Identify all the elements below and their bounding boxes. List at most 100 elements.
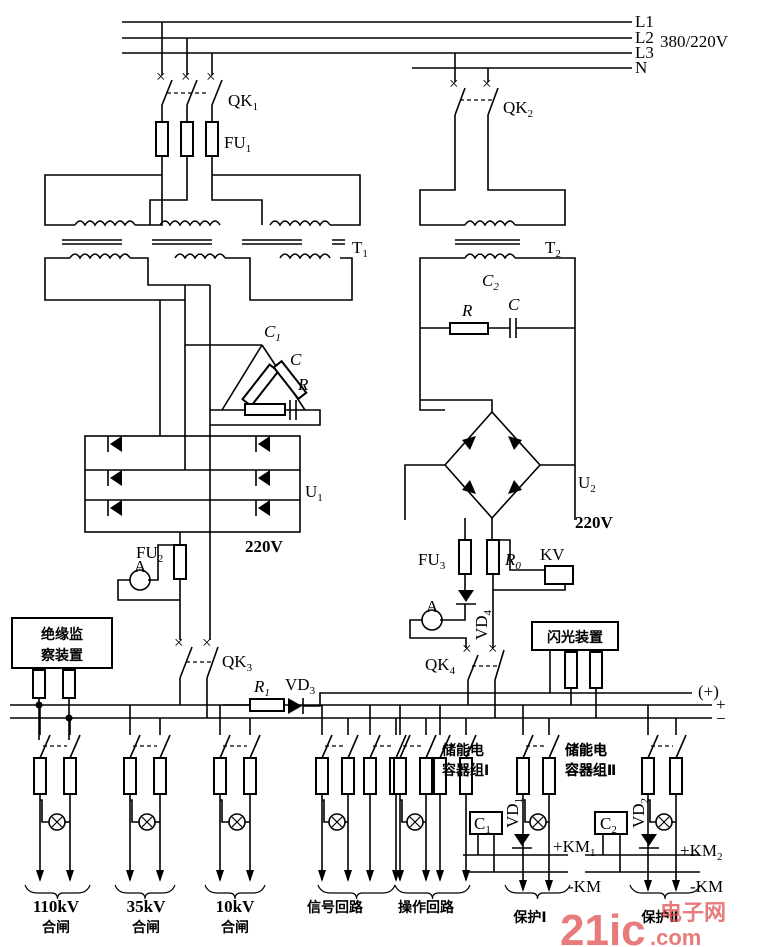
rectifier-u1 <box>84 435 301 533</box>
insulation-monitor <box>11 617 113 740</box>
cap-bank-storage-2-line2: 容器组Ⅱ <box>564 762 616 779</box>
feeder-protection-1-label: 保护Ⅰ <box>512 909 546 926</box>
fuse-fu2 <box>117 525 211 640</box>
feeder-10kv-label: 10kV <box>216 897 255 916</box>
u1-voltage: 220V <box>245 537 284 556</box>
fuse-fu1 <box>155 121 219 175</box>
label-km1: +KM1 <box>553 837 595 859</box>
label-fu1: FU1 <box>224 133 251 155</box>
label-km-minus-1: -KM <box>568 877 601 896</box>
diode-vd3-icon <box>288 698 302 714</box>
cap-bank-storage-1-line2: 容器组Ⅰ <box>441 762 489 779</box>
switch-qk2: × × <box>419 53 566 226</box>
switch-qk1: × × × <box>156 22 223 122</box>
label-l1: L1 <box>635 12 654 31</box>
cap-box-c2: C2 <box>600 814 617 836</box>
svg-text:×: × <box>202 633 212 652</box>
brace <box>114 884 176 900</box>
transformer-t2 <box>419 220 576 520</box>
svg-text:×: × <box>482 74 492 93</box>
label-vd3: VD3 <box>285 675 316 697</box>
brace <box>204 884 266 900</box>
label-c: C <box>290 350 302 369</box>
label-l2: L2 <box>635 28 654 47</box>
dc-bus <box>10 692 712 719</box>
transformer-t1 <box>44 174 361 525</box>
insulation-monitor-line2: 察装置 <box>41 647 83 664</box>
cap-bank-storage-2-line1: 储能电 <box>564 742 607 759</box>
feeder-protection-2-label: 保护Ⅱ <box>640 909 678 926</box>
feeder-branches <box>24 705 701 900</box>
svg-text:×: × <box>449 74 459 93</box>
label-fu2: FU2 <box>136 543 163 565</box>
cap-bank-2 <box>585 811 700 873</box>
brace <box>317 884 396 900</box>
snubber-c1 <box>185 344 321 426</box>
label-qk2: QK2 <box>503 98 533 120</box>
svg-text:×: × <box>181 67 191 86</box>
cap-bank-1 <box>463 811 568 873</box>
switch-qk3: × × <box>174 633 219 718</box>
label-t1: T1 <box>352 238 368 260</box>
label-r-t2: R <box>461 301 473 320</box>
feeder-10kv-sub: 合闸 <box>221 919 249 936</box>
label-km2: +KM2 <box>680 841 722 863</box>
label-km-minus-2: -KM <box>690 877 723 896</box>
label-c-t2: C <box>508 295 520 314</box>
bus-plus-label: + <box>716 695 726 714</box>
supply-voltage: 380/220V <box>660 32 729 51</box>
label-u2: U2 <box>578 473 596 495</box>
flash-device-label: 闪光装置 <box>547 629 603 646</box>
brace <box>394 884 471 900</box>
feeder-35kv-label: 35kV <box>127 897 166 916</box>
label-qk1: QK1 <box>228 91 258 113</box>
svg-text:×: × <box>488 639 498 658</box>
u2-voltage: 220V <box>575 513 614 532</box>
label-c2: C2 <box>482 271 499 293</box>
label-u1: U1 <box>305 482 323 504</box>
label-qk3: QK3 <box>222 652 253 674</box>
svg-text:×: × <box>206 67 216 86</box>
label-c1: C1 <box>264 322 281 344</box>
watermark-cn: 电子网 <box>660 900 726 925</box>
label-l3: L3 <box>635 43 654 62</box>
watermark-brand: 21ic <box>560 906 646 947</box>
insulation-monitor-line1: 绝缘监 <box>41 626 83 643</box>
label-fu3: FU3 <box>418 550 446 572</box>
label-vd1: VD1 <box>503 798 525 828</box>
label-kv: KV <box>540 545 565 564</box>
label-vd4: VD4 <box>472 609 494 640</box>
fu3-r0-kv <box>409 539 574 648</box>
cap-bank-1-line1: 储能电 <box>564 742 607 759</box>
brace <box>24 884 91 900</box>
cap-bank-1-line2: 容器组Ⅰ <box>564 762 612 779</box>
ammeter-a1: A <box>134 557 147 576</box>
diode-icon <box>107 436 270 516</box>
label-t2: T2 <box>545 238 561 260</box>
watermark-domain: .com <box>650 925 701 947</box>
label-n: N <box>635 58 647 77</box>
brace <box>629 884 701 900</box>
svg-text:×: × <box>156 67 166 86</box>
switch-qk4: × × <box>462 639 505 718</box>
bus-minus-label: − <box>716 709 726 728</box>
label-qk4: QK4 <box>425 655 456 677</box>
ammeter-a2: A <box>426 597 439 616</box>
feeder-110kv-sub: 合闸 <box>42 919 70 936</box>
cap-bank-storage-1-line1: 储能电 <box>441 742 484 759</box>
label-vd2: VD2 <box>629 798 651 828</box>
feeder-35kv-sub: 合闸 <box>132 919 160 936</box>
feeder-110kv-label: 110kV <box>33 897 80 916</box>
rectifier-u2 <box>404 399 575 540</box>
brace <box>504 884 571 900</box>
label-r1: R1 <box>253 677 270 699</box>
label-r0: R0 <box>504 550 521 572</box>
svg-text:×: × <box>462 639 472 658</box>
feeder-signal-label: 信号回路 <box>307 899 364 916</box>
feeder-operation-label: 操作回路 <box>398 899 455 916</box>
watermark: 21ic 电子网 .com <box>560 900 726 947</box>
bus-plus-flash-label: (+) <box>698 682 719 701</box>
supply-lines <box>122 21 632 69</box>
